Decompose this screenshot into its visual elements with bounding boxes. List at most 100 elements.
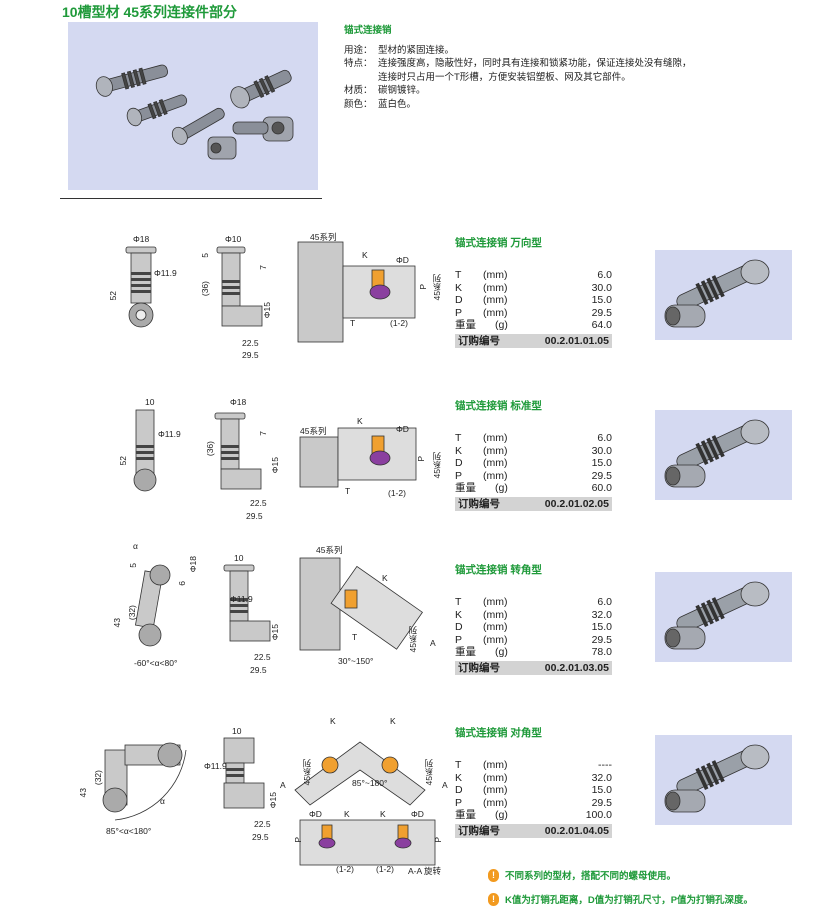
spec-row: K(mm)32.0 (455, 609, 612, 622)
param-value: 15.0 (591, 294, 612, 306)
param-unit: (mm) (483, 432, 508, 444)
dimension-label: Φ15 (270, 457, 280, 474)
dimension-label: Φ10 (225, 234, 242, 244)
dimension-label: (32) (93, 770, 103, 786)
dimension-label: 30°~150° (338, 656, 374, 666)
param-name: 重量 (455, 646, 476, 658)
param-value: 6.0 (597, 596, 612, 608)
param-name: K (455, 444, 463, 457)
product-photo (655, 250, 792, 340)
intro-line: 特点：连接强度高，隐蔽性好，同时具有连接和锁紧功能，保证连接处没有缝隙， (344, 58, 692, 69)
dimension-label: K (380, 809, 386, 819)
dimension-label: 29.5 (252, 832, 269, 842)
spec-row: 重量(g)60.0 (455, 482, 612, 495)
param-name: P (455, 633, 463, 646)
dimension-label: 5 (128, 563, 138, 568)
param-value: 29.5 (591, 633, 612, 646)
order-label: 订购编号 (458, 497, 500, 510)
order-label: 订购编号 (458, 661, 500, 674)
intro-heading: 锚式连接销 (344, 25, 392, 36)
param-unit: (mm) (483, 469, 508, 482)
dimension-label: 5 (200, 253, 210, 258)
param-unit: (mm) (483, 784, 508, 796)
dimension-label: 7 (258, 265, 268, 270)
dimension-label: K (330, 716, 336, 726)
spec-title: 锚式连接销 转角型 (455, 564, 542, 576)
dimension-label: 22.5 (254, 652, 271, 662)
dimension-label: 29.5 (242, 350, 259, 360)
dimension-label: 43 (78, 788, 88, 798)
dimension-label: T (345, 486, 351, 496)
dimension-label: 52 (108, 291, 118, 301)
dimension-label: Φ11.9 (230, 594, 253, 604)
spec-row: P(mm)29.5 (455, 797, 612, 810)
order-number-row: 订购编号 00.2.01.02.05 (455, 496, 612, 511)
product-photo (655, 735, 792, 825)
intro-line: 材质：碳钢镀锌。 (344, 85, 426, 96)
dimension-label: 85°~180° (352, 778, 388, 788)
param-unit: (mm) (483, 306, 508, 319)
dimension-label: Φ18 (230, 397, 247, 407)
dimension-label: ΦD (396, 424, 409, 434)
dimension-label: (36) (200, 281, 210, 297)
dimension-label: T (352, 632, 358, 642)
dimension-label: Φ15 (270, 624, 280, 641)
product-photo (655, 572, 792, 662)
order-label: 订购编号 (458, 334, 500, 347)
spec-row: D(mm)15.0 (455, 784, 612, 797)
dimension-label: Φ11.9 (204, 761, 227, 771)
spec-row: T (mm) 6.0 (455, 432, 612, 445)
param-value: 32.0 (591, 608, 612, 621)
dimension-label: 7 (258, 431, 268, 436)
param-value: 15.0 (591, 784, 612, 796)
dimension-label: 43 (112, 618, 122, 628)
product-photo (655, 410, 792, 500)
dimension-label: 45系列 (316, 545, 343, 555)
dimension-label: P (416, 456, 426, 462)
dimension-label: 29.5 (246, 511, 263, 521)
dimension-label: 29.5 (250, 665, 267, 675)
param-value: 6.0 (597, 432, 612, 444)
order-number: 00.2.01.02.05 (544, 497, 609, 510)
param-unit: (mm) (483, 269, 508, 281)
param-name: K (455, 608, 463, 621)
param-value: 30.0 (591, 444, 612, 457)
spec-row: P(mm)29.5 (455, 470, 612, 483)
dimension-label: (1-2) (390, 318, 408, 328)
dimension-label: 6 (177, 581, 187, 586)
param-value: 29.5 (591, 306, 612, 319)
param-unit: (mm) (483, 771, 508, 784)
order-number: 00.2.01.03.05 (544, 661, 609, 674)
dimension-label: 22.5 (254, 819, 271, 829)
param-value: 29.5 (591, 796, 612, 809)
param-name: D (455, 621, 463, 633)
spec-row: 重量(g)78.0 (455, 646, 612, 659)
order-number: 00.2.01.04.05 (544, 824, 609, 837)
spec-row: P(mm)29.5 (455, 307, 612, 320)
spec-title: 锚式连接销 标准型 (455, 400, 542, 412)
spec-row: 重量(g)100.0 (455, 809, 612, 822)
dimension-label: -60°<α<80° (134, 658, 178, 668)
spec-row: K(mm)30.0 (455, 445, 612, 458)
dimension-label: 45系列 (432, 274, 442, 301)
param-name: 重量 (455, 809, 476, 821)
spec-row: T(mm)6.0 (455, 596, 612, 609)
hero-product-photo (68, 22, 318, 190)
spec-row: K(mm)30.0 (455, 282, 612, 295)
dimension-label: K (382, 573, 388, 583)
param-name: P (455, 469, 463, 482)
warning-icon: ! (488, 892, 499, 906)
param-name: T (455, 432, 462, 444)
dimension-label: (1-2) (336, 864, 354, 874)
page-title: 10槽型材 45系列连接件部分 (62, 4, 238, 20)
dimension-label: α (160, 796, 165, 806)
dimension-label: Φ11.9 (154, 268, 177, 278)
param-name: T (455, 596, 462, 608)
dimension-label: A (430, 638, 436, 648)
dimension-label: 10 (145, 397, 155, 407)
param-unit: (g) (495, 319, 508, 331)
